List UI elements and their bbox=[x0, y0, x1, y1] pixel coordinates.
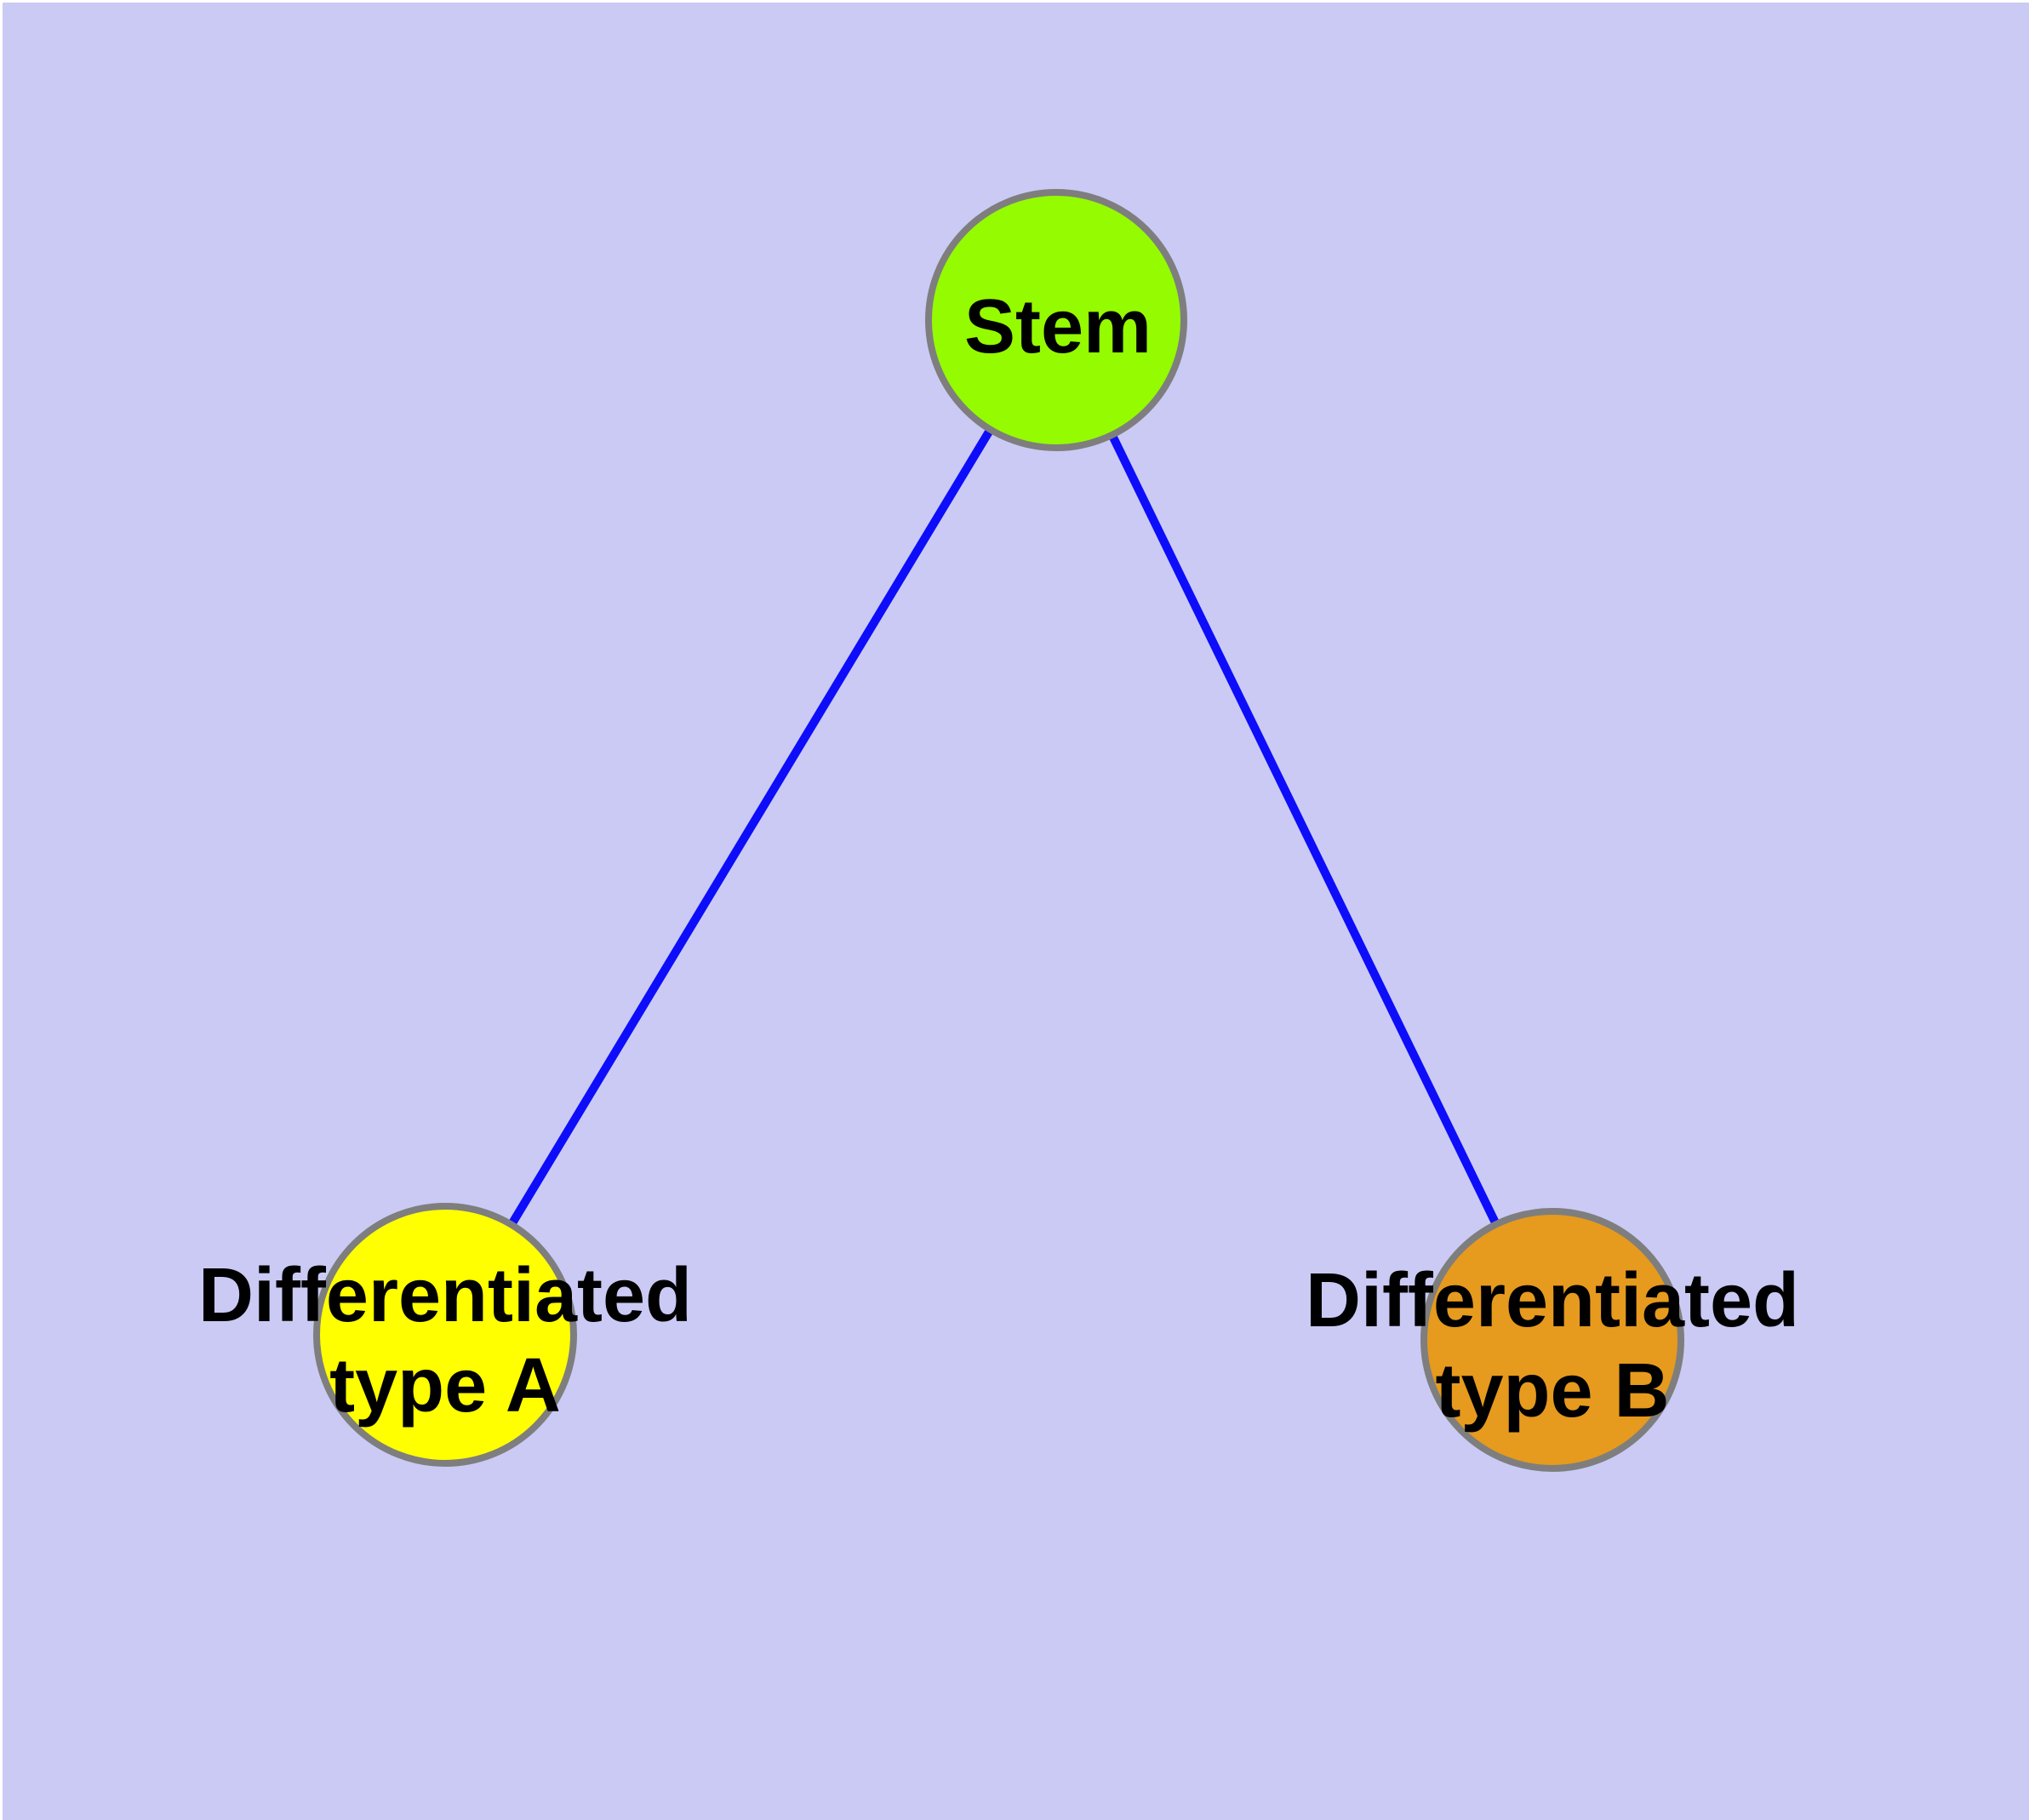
edge-stem-to-type-a bbox=[441, 318, 1060, 1337]
node-type-a-label-line1: Differentiated bbox=[198, 1253, 692, 1338]
node-stem-label: Stem bbox=[964, 284, 1152, 369]
node-type-b-label-line1: Differentiated bbox=[1306, 1258, 1799, 1343]
node-stem bbox=[925, 189, 1187, 451]
edge-stem-to-type-b bbox=[1052, 318, 1557, 1342]
cell-differentiation-diagram: Stem Differentiated type A Differentiate… bbox=[3, 3, 2029, 1820]
diagram-canvas: Stem Differentiated type A Differentiate… bbox=[3, 3, 2029, 1820]
node-type-a-label-line2: type A bbox=[329, 1343, 561, 1428]
node-type-b-label-line2: type B bbox=[1435, 1348, 1669, 1434]
node-differentiated-type-a bbox=[313, 1203, 577, 1467]
node-differentiated-type-b bbox=[1420, 1208, 1684, 1472]
